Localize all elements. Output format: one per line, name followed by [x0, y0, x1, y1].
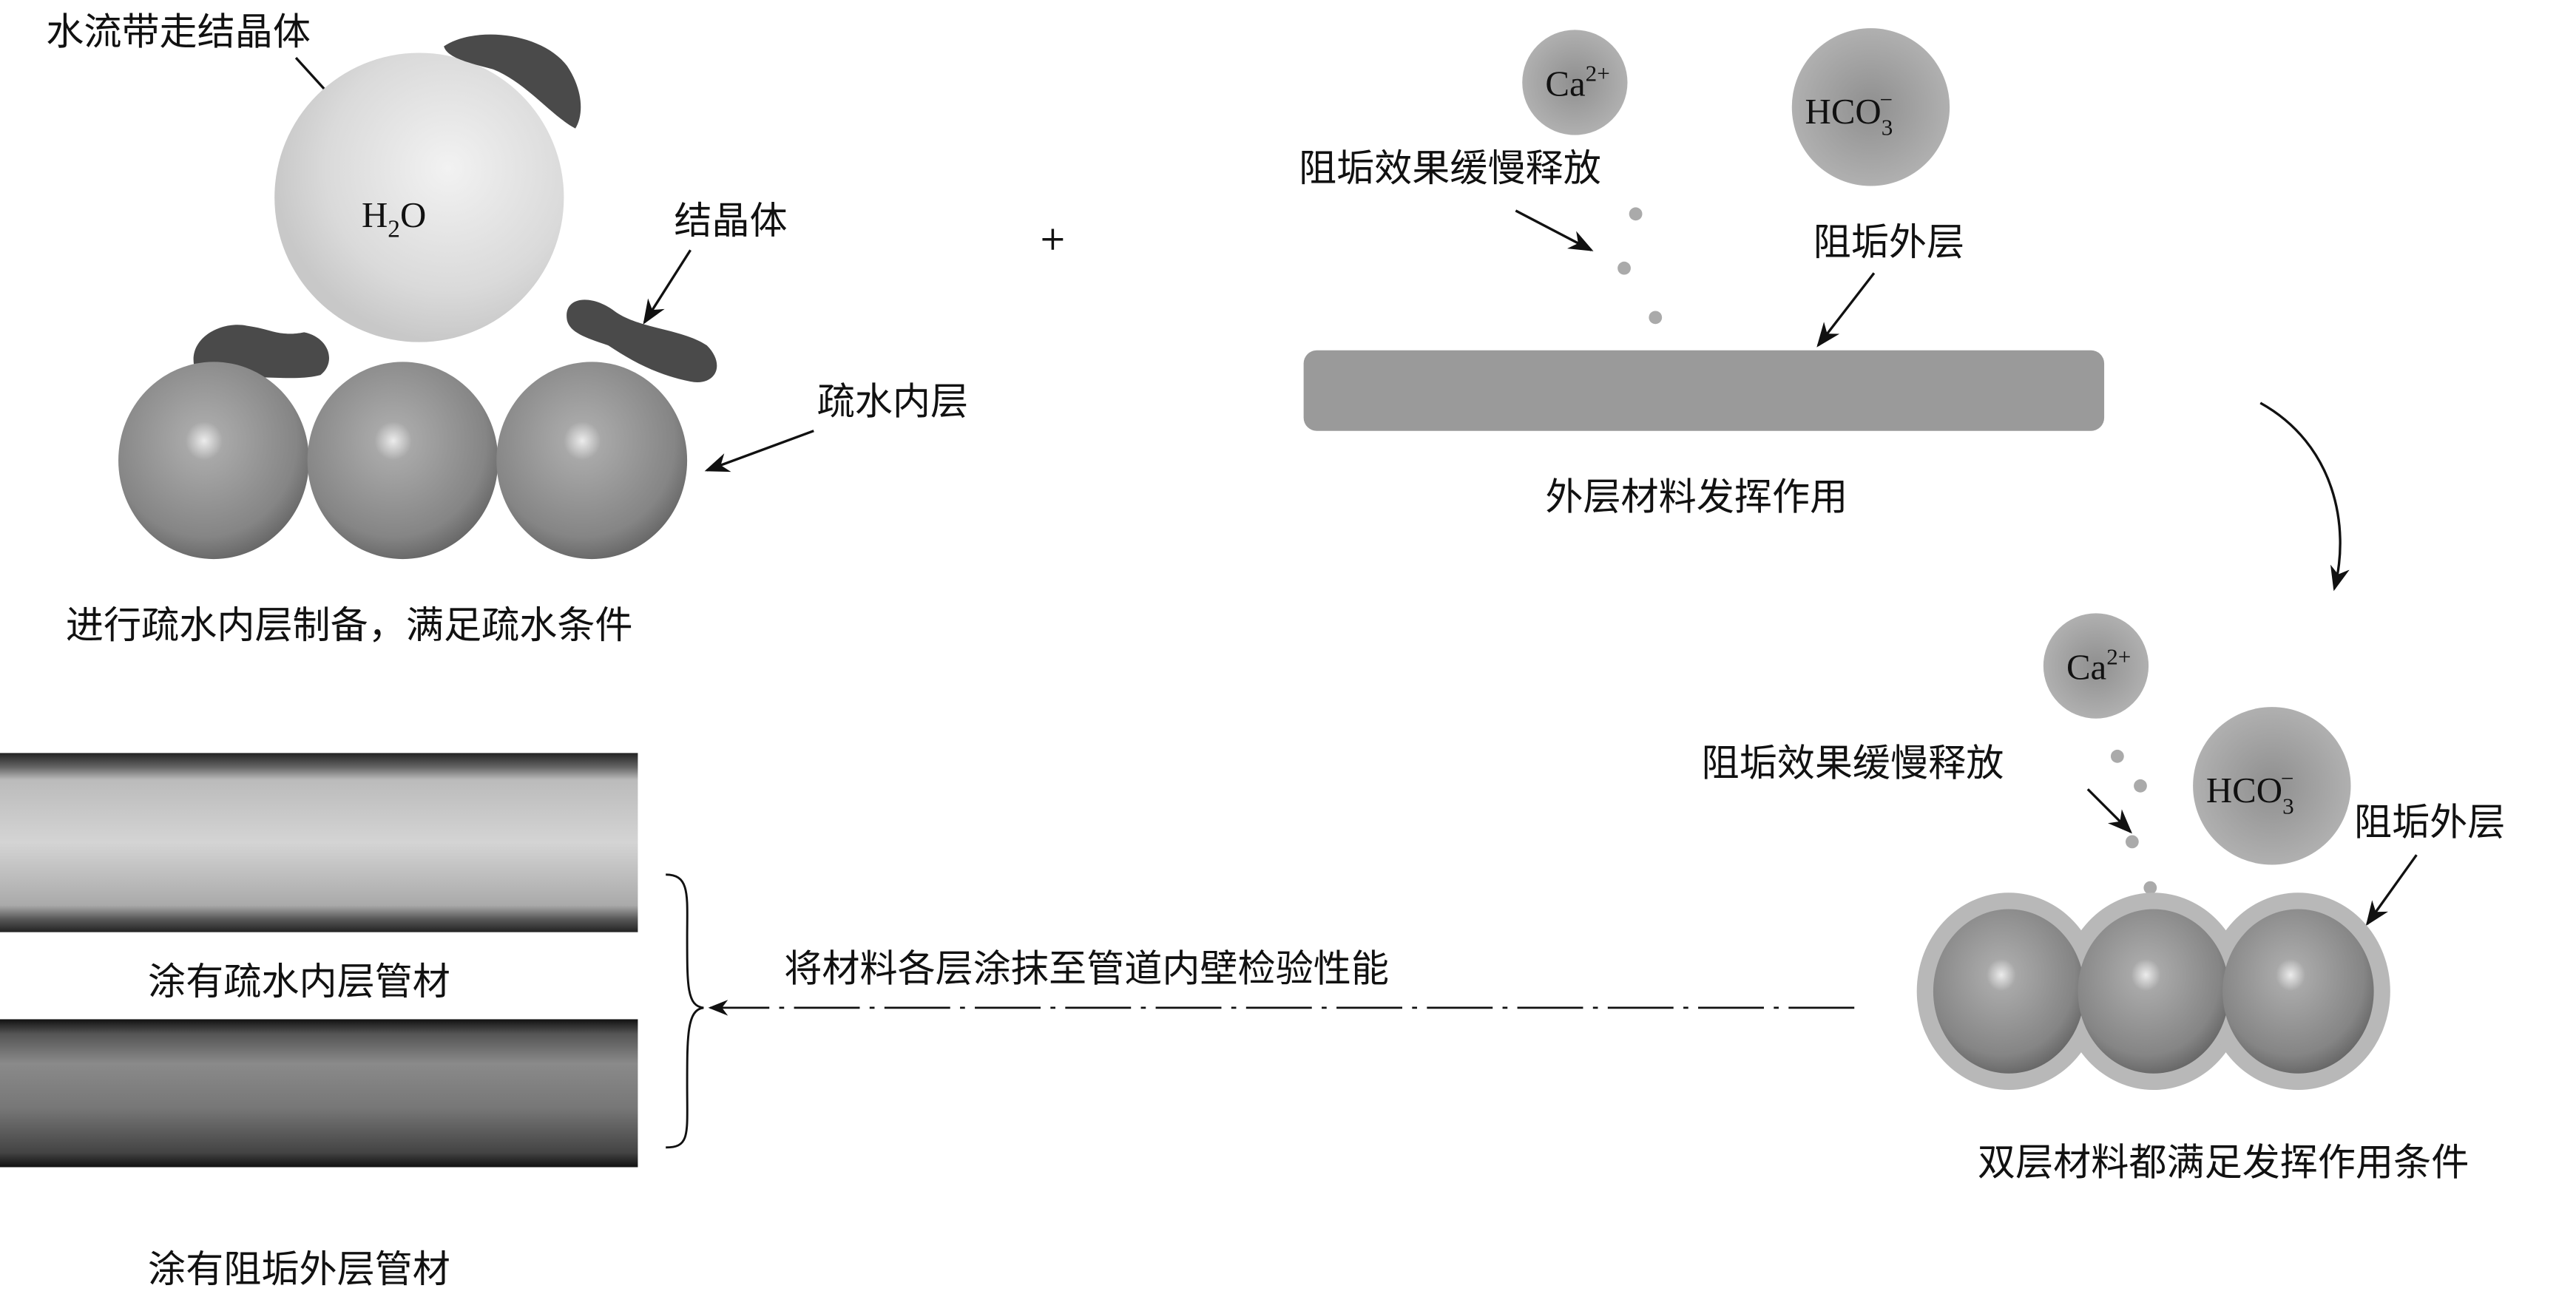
release-dot — [2143, 881, 2157, 895]
inner-layer-label: 疏水内层 — [817, 380, 968, 424]
pipe-hydrophobic — [0, 753, 638, 932]
pipe-antiscale-caption: 涂有阻垢外层管材 — [148, 1248, 450, 1292]
pipe-antiscale — [0, 1019, 638, 1168]
sphere — [496, 362, 688, 560]
release-label: 阻垢效果缓慢释放 — [1299, 147, 1601, 191]
outer-panel: Ca2+ HCO3− 阻垢效果缓慢释放 阻垢外层 外层材料发挥作用 — [1299, 28, 2105, 519]
bicarbonate-ion — [1791, 28, 1950, 186]
release-dot — [2110, 749, 2124, 763]
arrow — [2365, 854, 2418, 927]
water-carry-label: 水流带走结晶体 — [46, 10, 311, 54]
flow-label: 将材料各层涂抹至管道内壁检验性能 — [784, 947, 1389, 991]
double-layer-caption: 双层材料都满足发挥作用条件 — [1978, 1142, 2469, 1185]
release-dot — [1649, 311, 1663, 325]
curved-arrow — [2259, 402, 2350, 592]
water-droplet — [274, 52, 564, 342]
release-dot — [1617, 261, 1631, 275]
arrow — [704, 430, 814, 472]
release-dot — [2125, 835, 2139, 849]
release-label: 阻垢效果缓慢释放 — [1702, 742, 2004, 785]
calcium-ion — [1522, 30, 1628, 135]
sphere — [2222, 909, 2374, 1074]
sphere — [118, 362, 309, 560]
crystal-label: 结晶体 — [674, 200, 787, 243]
sphere — [2078, 909, 2230, 1074]
arrow — [2086, 788, 2133, 834]
sphere — [1933, 909, 2085, 1074]
calcium-ion — [2043, 613, 2149, 719]
outer-layer-label: 阻垢外层 — [1813, 221, 1964, 265]
release-dot — [2134, 779, 2147, 793]
arrow — [1515, 209, 1594, 251]
crystal — [444, 34, 581, 129]
arrow — [1816, 272, 1876, 348]
bicarbonate-label: HCO3− — [2206, 765, 2294, 819]
pipe-hydrophobic-caption: 涂有疏水内层管材 — [148, 961, 450, 1004]
water-formula: H2O — [362, 194, 426, 243]
plus-sign: + — [1039, 220, 1066, 258]
bicarbonate-label: HCO3− — [1805, 87, 1893, 140]
arrow — [643, 249, 692, 325]
sphere — [307, 362, 498, 560]
calcium-label: Ca2+ — [1545, 60, 1609, 104]
outer-layer-bar — [1303, 350, 2105, 431]
double-layer-panel: Ca2+ HCO3− 阻垢效果缓慢释放 阻垢外层 双层材料都满足发挥作用条件 — [1702, 613, 2505, 1185]
outer-layer-label: 阻垢外层 — [2354, 802, 2505, 845]
bicarbonate-ion — [2193, 707, 2351, 865]
hydrophobic-caption: 进行疏水内层制备，满足疏水条件 — [66, 604, 633, 648]
pipes: 涂有疏水内层管材 涂有阻垢外层管材 — [0, 753, 638, 1292]
brace — [666, 873, 704, 1149]
release-dot — [1629, 207, 1643, 221]
outer-caption: 外层材料发挥作用 — [1545, 475, 1848, 519]
hydrophobic-panel: 水流带走结晶体 H2O 结晶体 疏水内层 进行疏水内层制备，满足疏水条件 — [46, 10, 968, 647]
crystal — [567, 299, 717, 383]
calcium-label: Ca2+ — [2066, 643, 2131, 687]
